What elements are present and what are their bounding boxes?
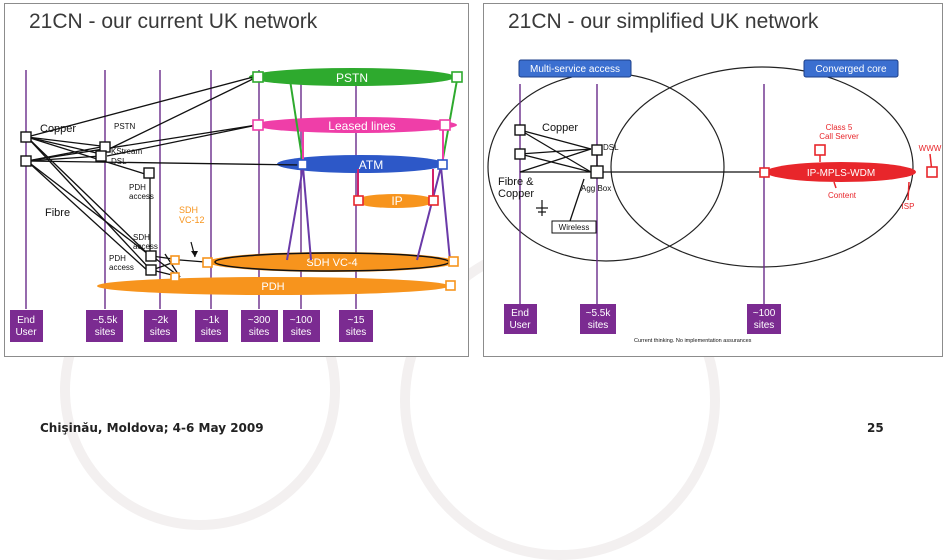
aggbox-label: Agg Box bbox=[581, 184, 611, 193]
panel-title: 21CN - our simplified UK network bbox=[508, 10, 819, 33]
site-box-label: ~5.5k bbox=[93, 315, 119, 326]
atm-label: ATM bbox=[359, 158, 383, 172]
panel-title: 21CN - our current UK network bbox=[29, 10, 318, 33]
site-box-label: sites bbox=[249, 327, 270, 338]
pstn-label: PSTN bbox=[336, 71, 368, 85]
page-number: 25 bbox=[867, 421, 884, 435]
ip-ellipse bbox=[355, 194, 435, 208]
sdh-vc4-label: SDH VC-4 bbox=[306, 257, 357, 269]
site-box-label: sites bbox=[588, 320, 609, 331]
dsl-label: DSL bbox=[111, 157, 127, 166]
fibre-label: Fibre bbox=[45, 207, 70, 219]
pdh-access-label: PDH bbox=[109, 254, 126, 263]
class5-label: Call Server bbox=[819, 132, 859, 141]
site-box-label: sites bbox=[754, 320, 775, 331]
disclaimer-note: Current thinking. No implementation assu… bbox=[634, 338, 752, 344]
copper-label: Copper bbox=[40, 123, 76, 135]
site-box-label: End bbox=[17, 315, 35, 326]
site-box-label: sites bbox=[95, 327, 116, 338]
current-network-panel: 21CN - our current UK network PSTN Lease… bbox=[4, 3, 469, 357]
site-box-label: User bbox=[509, 320, 531, 331]
leased-label: Leased lines bbox=[328, 119, 395, 133]
site-box-label: ~300 bbox=[248, 315, 271, 326]
converged-core-label: Converged core bbox=[815, 64, 887, 75]
copper-label: Copper bbox=[542, 122, 578, 134]
site-box-label: sites bbox=[201, 327, 222, 338]
www-label: WWW bbox=[919, 144, 942, 153]
site-box-label: End bbox=[511, 308, 529, 319]
pdh-label: PDH bbox=[261, 281, 284, 293]
fibre-copper-label: Copper bbox=[498, 188, 534, 200]
site-box-label: ~2k bbox=[152, 315, 169, 326]
fibre-copper-label: Fibre & bbox=[498, 176, 534, 188]
sdh-access-label: access bbox=[133, 242, 158, 251]
multi-service-access-label: Multi-service access bbox=[530, 64, 620, 75]
dsl-label: DSL bbox=[603, 143, 619, 152]
kstream-label: KStream bbox=[111, 147, 142, 156]
leased-ellipse bbox=[255, 117, 457, 133]
sdh-vc12-label: SDH bbox=[179, 205, 198, 215]
pdh-ellipse bbox=[97, 277, 449, 295]
atm-ellipse bbox=[277, 155, 445, 173]
pstn-small-label: PSTN bbox=[114, 122, 136, 131]
site-box-label: ~5.5k bbox=[586, 308, 612, 319]
isp-label: ISP bbox=[902, 202, 915, 211]
pdh-access-label: PDH bbox=[129, 183, 146, 192]
ip-label: IP bbox=[391, 194, 402, 208]
site-box-label: ~100 bbox=[753, 308, 776, 319]
site-box-label: ~15 bbox=[348, 315, 365, 326]
pdh-access-label: access bbox=[129, 192, 154, 201]
sdh-ellipse bbox=[208, 252, 456, 272]
core-ellipse bbox=[766, 162, 916, 182]
site-box-label: ~100 bbox=[290, 315, 313, 326]
footer-location: Chişinău, Moldova; 4-6 May 2009 bbox=[40, 421, 264, 435]
site-box-label: sites bbox=[346, 327, 367, 338]
sdh-access-label: SDH bbox=[133, 233, 150, 242]
pdh-access-label: access bbox=[109, 263, 134, 272]
simplified-network-panel: 21CN - our simplified UK network Multi-s… bbox=[483, 3, 943, 357]
content-label: Content bbox=[828, 191, 857, 200]
core-label: IP-MPLS-WDM bbox=[807, 168, 875, 179]
class5-label: Class 5 bbox=[826, 123, 853, 132]
wireless-label: Wireless bbox=[559, 223, 590, 232]
site-box-label: sites bbox=[150, 327, 171, 338]
site-box-label: User bbox=[15, 327, 37, 338]
site-box-label: ~1k bbox=[203, 315, 220, 326]
pstn-ellipse bbox=[249, 68, 455, 86]
site-box-label: sites bbox=[291, 327, 312, 338]
sdh-vc12-label: VC-12 bbox=[179, 215, 205, 225]
